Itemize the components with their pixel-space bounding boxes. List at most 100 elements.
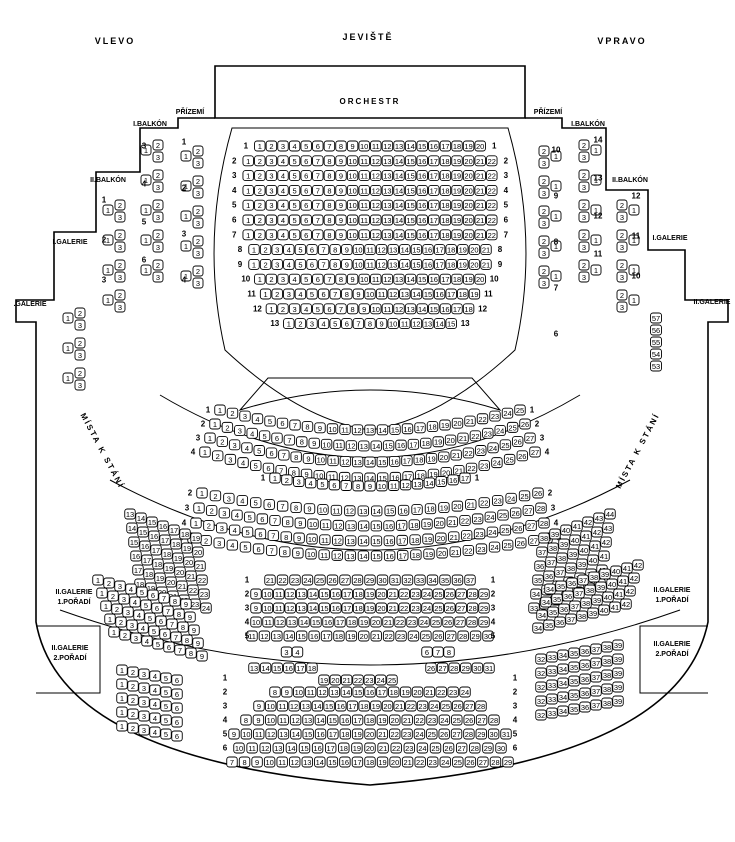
parterre-seat[interactable]: 15 [428,303,440,315]
parterre-seat[interactable]: 2 [254,184,266,196]
parterre-seat[interactable]: 7 [312,170,324,182]
gallery2-seat[interactable]: 11 [262,616,274,628]
parterre-seat[interactable]: 16 [416,199,428,211]
right-g2b-seat[interactable]: 38 [601,655,613,667]
gallery2-seat[interactable]: 28 [351,574,364,586]
parterre-seat[interactable]: 14 [404,273,417,285]
left-balkon1-seat[interactable]: 1 [140,264,152,276]
gallery2-lower-seat[interactable]: 14 [314,714,327,726]
parterre-seat[interactable]: 11 [358,184,370,196]
right-g2b-seat[interactable]: 33 [546,651,558,663]
parterre-seat[interactable]: 15 [422,288,434,300]
left-gallery-seat[interactable]: 18 [152,558,164,570]
right-gallery-seat[interactable]: 40 [560,524,572,536]
gallery2-lower-seat[interactable]: 27 [456,742,468,754]
gallery2-seat[interactable]: 27 [455,588,467,600]
parterre-seat[interactable]: 17 [439,140,452,152]
parterre-seat[interactable]: 15 [410,244,423,256]
gallery2-lower-seat[interactable]: 12 [316,686,329,698]
right-g2-seat[interactable]: 39 [591,594,603,606]
gallery2-seat[interactable]: 18 [346,616,358,628]
left-gallery-seat[interactable]: 18 [179,528,191,540]
gallery1-seat[interactable]: 24 [484,511,497,523]
parterre-seat[interactable]: 9 [341,244,353,256]
parterre-seat[interactable]: 15 [404,155,417,167]
parterre-seat[interactable]: 19 [462,140,475,152]
gallery1-seat[interactable]: 17 [459,472,471,484]
balcony-seat[interactable]: 20 [438,451,450,463]
gallery1-seat[interactable]: 15 [370,535,383,547]
gallery2-lower-seat[interactable]: 25 [429,742,442,754]
gallery2-seat[interactable]: 37 [464,574,476,586]
right-g2-seat[interactable]: 39 [587,607,599,619]
right-g2b-seat[interactable]: 35 [568,661,580,673]
right-balkon1-seat[interactable]: 1 [590,234,602,246]
parterre-seat[interactable]: 14 [410,288,423,300]
right-g2b-seat[interactable]: 34 [557,663,569,675]
parterre-seat[interactable]: 20 [468,244,481,256]
right-g2-seat[interactable]: 34 [540,596,552,608]
right-g2b-seat[interactable]: 33 [546,707,558,719]
gallery2-seat[interactable]: 12 [284,602,296,614]
parterre-seat[interactable]: 14 [433,318,446,330]
gallery2-lower-seat[interactable]: 20 [411,686,424,698]
parterre-seat[interactable]: 5 [288,170,301,182]
left-g2-seat[interactable]: 2 [119,629,131,641]
parterre-seat[interactable]: 10 [346,199,359,211]
right-prizemi-seat[interactable]: 3 [538,217,550,229]
parterre-seat[interactable]: 9 [352,288,365,300]
gallery2-lower-seat[interactable]: 25 [452,756,464,768]
left-g2b-seat[interactable]: 1 [116,692,128,704]
parterre-seat[interactable]: 6 [317,288,330,300]
balcony-seat[interactable]: 7 [278,449,290,461]
left-gallery-seat[interactable]: 21 [176,580,188,592]
gallery2-lower-seat[interactable]: 10 [265,714,277,726]
parterre-seat[interactable]: 2 [265,140,278,152]
gallery2-seat[interactable]: 16 [308,630,320,642]
balcony-seat[interactable]: 7 [289,419,301,431]
left-g2-seat[interactable]: 1 [100,600,112,612]
balcony-seat[interactable]: 15 [382,440,395,452]
parterre-seat[interactable]: 17 [428,229,440,241]
balcony-seat[interactable]: 3 [224,453,237,465]
right-g2b-seat[interactable]: 36 [579,645,591,657]
right-balkon2-seat[interactable]: 1 [628,204,640,216]
parterre-seat[interactable]: 7 [312,214,324,226]
parterre-seat[interactable]: 2 [259,244,272,256]
gallery2-lower-seat[interactable]: 8 [238,756,251,768]
left-g2-seat[interactable]: 1 [108,626,120,638]
left-g2-seat[interactable]: 8 [185,647,197,659]
parterre-seat[interactable]: 2 [277,303,289,315]
gallery2-seat[interactable]: 29 [478,602,490,614]
parterre-seat[interactable]: 12 [370,184,382,196]
gallery2-lower-seat[interactable]: 24 [459,686,471,698]
gallery2-seat[interactable]: 10 [250,616,262,628]
balcony-seat[interactable]: 26 [511,436,524,448]
balcony-seat[interactable]: 23 [482,427,494,439]
right-balkon1-seat[interactable]: 1 [590,204,602,216]
left-prizemi-seat[interactable]: 2 [192,235,204,247]
parterre-seat[interactable]: 2 [294,318,307,330]
gallery1-seat[interactable]: 23 [475,543,488,555]
parterre-seat[interactable]: 4 [288,140,301,152]
right-g2-seat[interactable]: 42 [620,598,632,610]
balcony-seat[interactable]: 4 [241,442,253,454]
parterre-seat[interactable]: 2 [254,155,266,167]
gallery2-seat[interactable]: 14 [307,588,319,600]
balcony-seat[interactable]: 2 [226,407,239,419]
gallery2-lower-seat[interactable]: 11 [246,742,258,754]
gallery2-seat[interactable]: 15 [310,616,322,628]
gallery2-lower-seat[interactable]: 22 [390,742,402,754]
gallery2-lower-seat[interactable]: 25 [451,714,463,726]
gallery2-seat[interactable]: 19 [358,616,370,628]
parterre-seat[interactable]: 13 [381,184,394,196]
right-g2b-seat[interactable]: 38 [601,697,613,709]
gallery2-seat[interactable]: 15 [318,588,331,600]
gallery2-lower-seat[interactable]: 10 [263,756,276,768]
left-g2-seat[interactable]: 6 [147,589,159,601]
parterre-seat[interactable]: 20 [462,170,475,182]
gallery1-seat[interactable]: 3 [216,522,228,534]
gallery1-seat[interactable]: 17 [397,549,409,561]
gallery2-seat[interactable]: 19 [364,588,376,600]
gallery1-seat[interactable]: 16 [383,535,396,547]
